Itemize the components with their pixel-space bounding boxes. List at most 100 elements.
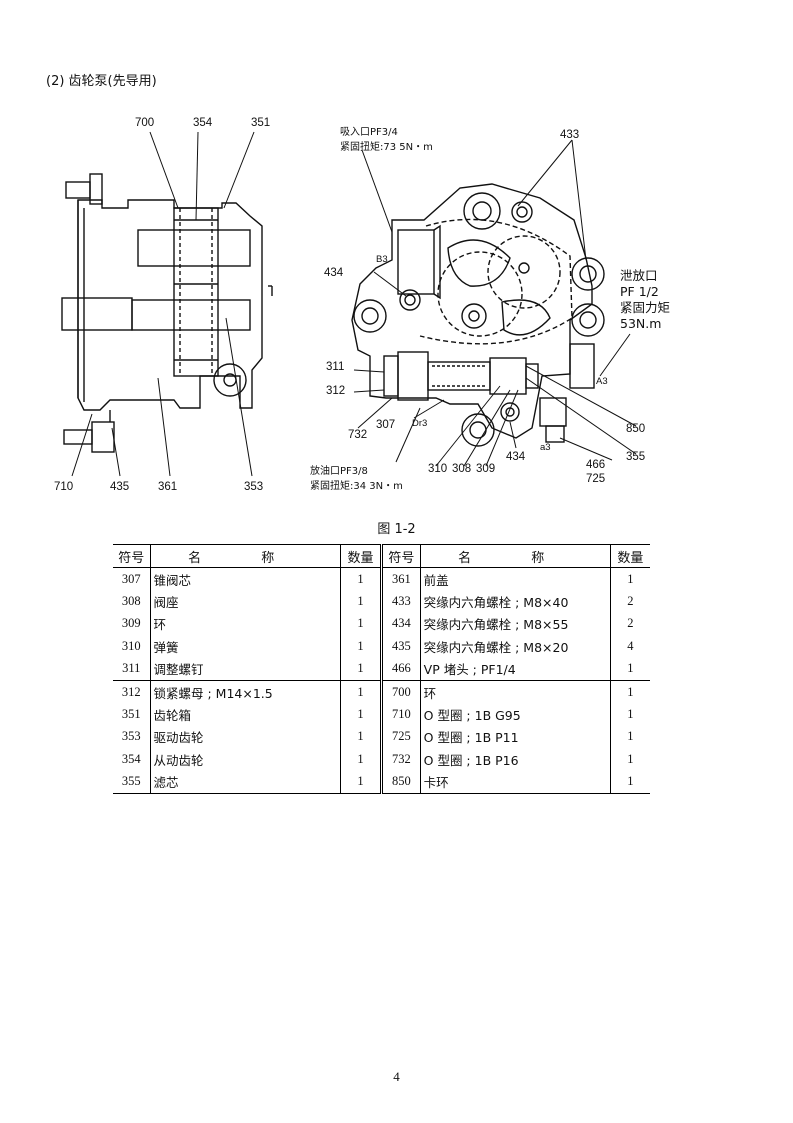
label-433: 433	[560, 129, 579, 141]
code-cell: 850	[381, 770, 421, 794]
name-cell: 突缘内六角螺栓 ; M8×20	[420, 635, 611, 658]
label-dr3: Dr3	[412, 418, 427, 429]
drain-torque-label: 紧固力矩	[620, 300, 670, 315]
label-309: 309	[476, 463, 495, 475]
name-cell: VP 堵头 ; PF1/4	[420, 657, 611, 681]
name-cell: 弹簧	[150, 635, 341, 658]
table-row: 311 调整螺钉 1 466 VP 堵头 ; PF1/4 1	[113, 657, 650, 681]
label-435: 435	[110, 481, 129, 493]
name-cell: 锁紧螺母 ; M14×1.5	[150, 679, 341, 704]
code-cell: 466	[381, 657, 421, 681]
figure-caption: 图 1-2	[377, 522, 416, 537]
label-732: 732	[348, 429, 367, 441]
code-cell: 312	[113, 679, 151, 704]
label-a3-small: a3	[540, 442, 551, 453]
code-cell: 351	[113, 703, 151, 726]
header-name-right: 名 称	[420, 544, 611, 568]
label-310: 310	[428, 463, 447, 475]
label-361: 361	[158, 481, 177, 493]
qty-cell: 1	[340, 612, 384, 636]
name-cell: 调整螺钉	[150, 657, 341, 681]
header-code-left: 符号	[113, 544, 151, 568]
label-850: 850	[626, 423, 645, 435]
qty-cell: 1	[340, 657, 384, 681]
name-cell: 环	[420, 679, 611, 704]
front-view	[351, 183, 605, 447]
code-cell: 700	[381, 679, 421, 704]
code-cell: 355	[113, 770, 151, 794]
qty-cell: 1	[627, 571, 634, 586]
label-355: 355	[626, 451, 645, 463]
header-name-left: 名 称	[150, 544, 341, 568]
name-cell: 驱动齿轮	[150, 725, 341, 749]
label-a3: A3	[596, 376, 608, 387]
code-cell: 710	[381, 703, 421, 726]
table-header-row: 符号 名 称 数量 符号 名 称 数量	[113, 544, 650, 568]
code-cell: 361	[381, 567, 421, 591]
name-cell: O 型圈 ; 1B P11	[420, 725, 611, 749]
label-710: 710	[54, 481, 73, 493]
label-b3: B3	[376, 254, 388, 265]
name-cell: 环	[150, 612, 341, 636]
name-cell: 卡环	[420, 770, 611, 794]
label-307: 307	[376, 419, 395, 431]
code-cell: 354	[113, 748, 151, 771]
code-cell: 311	[113, 657, 151, 681]
oil-drain-torque-label: 紧固扭矩:34 3N・m	[310, 479, 403, 492]
suction-port-label: 吸入口PF3/4	[340, 127, 398, 138]
table-row: 354 从动齿轮 1 732 O 型圈 ; 1B P16 1	[113, 748, 650, 771]
header-qty-left: 数量	[340, 544, 384, 568]
code-cell: 435	[381, 635, 421, 658]
name-cell: 从动齿轮	[150, 748, 341, 771]
page-number: 4	[393, 1069, 400, 1084]
code-cell: 353	[113, 725, 151, 749]
qty-cell: 1	[340, 748, 384, 771]
label-308: 308	[452, 463, 471, 475]
table-row: 351 齿轮箱 1 710 O 型圈 ; 1B G95 1	[113, 703, 650, 726]
qty-cell: 1	[340, 725, 384, 749]
table-row: 308 阀座 1 433 突缘内六角螺栓 ; M8×40 2	[113, 590, 650, 613]
name-cell: 滤芯	[150, 770, 341, 794]
qty-cell: 1	[340, 679, 384, 704]
header-qty-right: 数量	[610, 544, 650, 568]
header-code-right: 符号	[381, 544, 421, 568]
side-view	[61, 173, 273, 453]
table-row: 310 弹簧 1 435 突缘内六角螺栓 ; M8×20 4	[113, 635, 650, 658]
label-353: 353	[244, 481, 263, 493]
label-466: 466	[586, 459, 605, 471]
label-700: 700	[135, 117, 154, 129]
code-cell: 725	[381, 725, 421, 749]
code-cell: 307	[113, 567, 151, 591]
qty-cell: 1	[340, 635, 384, 658]
qty-cell: 2	[627, 594, 634, 609]
table-row: 355 滤芯 1 850 卡环 1	[113, 770, 650, 794]
qty-cell: 1	[627, 774, 634, 789]
section-title: (2) 齿轮泵(先导用)	[46, 74, 157, 89]
qty-cell: 1	[340, 770, 384, 794]
code-cell: 308	[113, 590, 151, 613]
name-cell: 锥阀芯	[150, 567, 341, 591]
drain-port-size: PF 1/2	[620, 284, 659, 299]
qty-cell: 1	[627, 707, 634, 722]
label-434-upper: 434	[324, 267, 344, 279]
qty-cell: 1	[340, 703, 384, 726]
parts-table: 符号 名 称 数量 符号 名 称 数量 307 锥阀芯 1 361 前盖 1 3…	[113, 544, 650, 794]
label-312: 312	[326, 385, 345, 397]
name-cell: 阀座	[150, 590, 341, 613]
label-351: 351	[251, 117, 270, 129]
table-row: 309 环 1 434 突缘内六角螺栓 ; M8×55 2	[113, 612, 650, 636]
table-row: 353 驱动齿轮 1 725 O 型圈 ; 1B P11 1	[113, 725, 650, 749]
gear-pump-drawing: 700 354 351 710 435 361 353 吸入口PF3/4 紧固扭…	[40, 108, 720, 500]
label-434-lower: 434	[506, 451, 526, 463]
code-cell: 433	[381, 590, 421, 613]
name-cell: O 型圈 ; 1B G95	[420, 703, 611, 726]
table-row: 307 锥阀芯 1 361 前盖 1	[113, 567, 650, 591]
name-cell: 齿轮箱	[150, 703, 341, 726]
table-row: 312 锁紧螺母 ; M14×1.5 1 700 环 1	[113, 679, 650, 704]
qty-cell: 1	[627, 751, 634, 766]
qty-cell: 1	[627, 661, 634, 676]
code-cell: 310	[113, 635, 151, 658]
qty-cell: 4	[627, 638, 634, 653]
qty-cell: 1	[627, 729, 634, 744]
code-cell: 309	[113, 612, 151, 636]
